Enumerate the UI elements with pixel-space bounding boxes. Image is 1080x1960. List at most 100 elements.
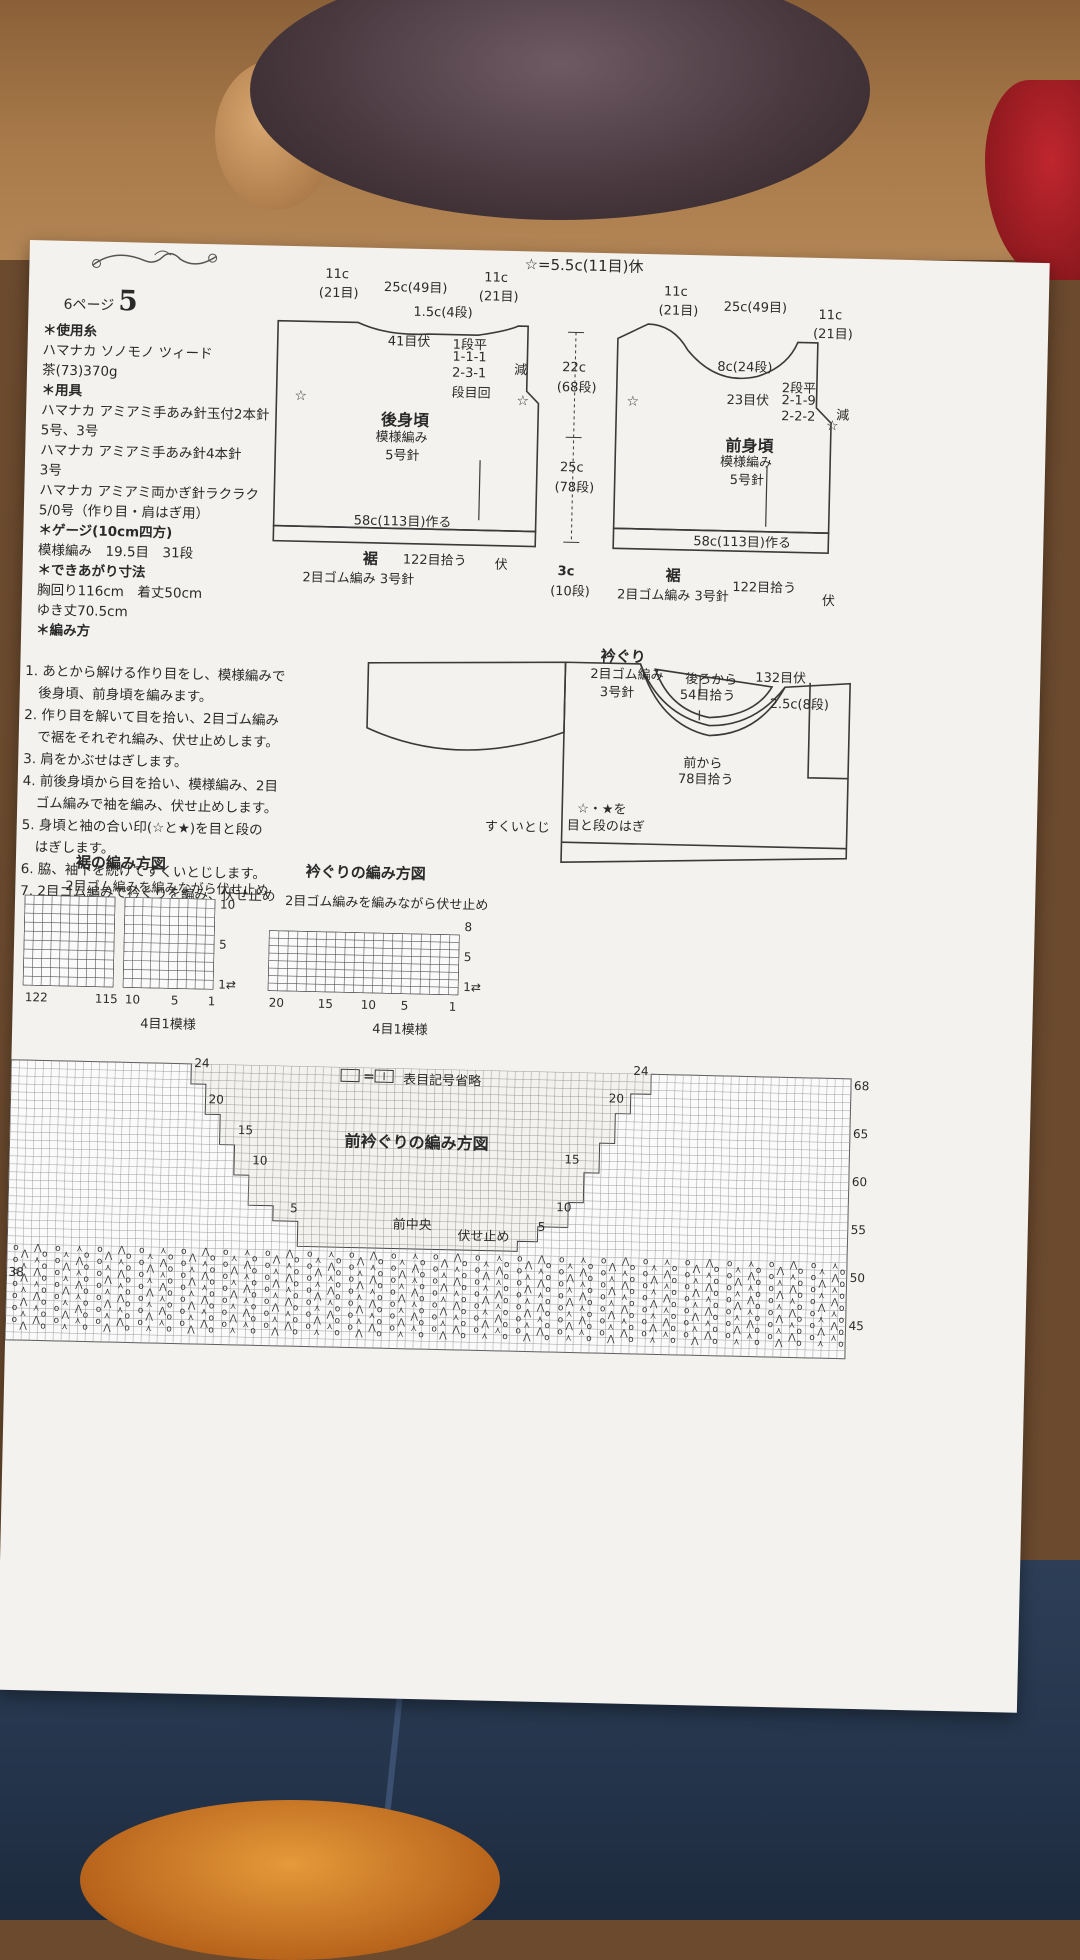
collar-chart-title: 衿ぐりの編み方図 [306, 860, 426, 884]
svg-text:⋀: ⋀ [270, 1327, 279, 1337]
svg-text:o: o [641, 1317, 647, 1327]
svg-text:⋏: ⋏ [76, 1244, 83, 1254]
svg-text:o: o [797, 1315, 803, 1325]
svg-text:o: o [503, 1308, 509, 1318]
svg-text:o: o [138, 1270, 144, 1280]
svg-text:o: o [42, 1262, 48, 1272]
svg-text:⋏: ⋏ [105, 1263, 112, 1273]
svg-text:⋏: ⋏ [649, 1335, 656, 1345]
front-cast-on: 58c(113目)作る [693, 530, 791, 551]
svg-text:⋀: ⋀ [396, 1318, 405, 1328]
svg-text:o: o [432, 1276, 438, 1286]
svg-text:⋏: ⋏ [494, 1326, 501, 1336]
svg-text:o: o [208, 1313, 214, 1323]
svg-text:o: o [166, 1324, 172, 1334]
svg-text:⋀: ⋀ [494, 1290, 503, 1300]
svg-text:o: o [418, 1330, 424, 1340]
front-hem-stitch: 2目ゴム編み 3号針 [617, 583, 729, 605]
svg-text:⋀: ⋀ [481, 1296, 490, 1306]
collar-chart-repeat: 4目1模様 [372, 1018, 428, 1038]
svg-text:o: o [13, 1255, 19, 1265]
svg-text:⋀: ⋀ [199, 1319, 208, 1329]
svg-text:⋏: ⋏ [314, 1304, 321, 1314]
svg-text:⋏: ⋏ [818, 1315, 825, 1325]
svg-text:o: o [293, 1303, 299, 1313]
svg-text:o: o [251, 1278, 257, 1288]
chart-row-label-left: 5 [290, 1201, 298, 1215]
svg-text:⋀: ⋀ [116, 1269, 125, 1279]
svg-text:o: o [587, 1298, 593, 1308]
svg-text:⋀: ⋀ [116, 1293, 125, 1303]
front-neck-bindoff: 伏せ止め [457, 1225, 509, 1245]
svg-text:⋀: ⋀ [607, 1310, 616, 1320]
svg-text:o: o [558, 1315, 564, 1325]
svg-text:o: o [306, 1274, 312, 1284]
svg-text:⋀: ⋀ [663, 1270, 672, 1280]
svg-text:⋀: ⋀ [774, 1338, 783, 1348]
svg-text:o: o [754, 1326, 760, 1336]
svg-text:⋏: ⋏ [830, 1333, 837, 1343]
svg-text:⋏: ⋏ [243, 1296, 250, 1306]
svg-text:o: o [306, 1310, 312, 1320]
svg-text:o: o [348, 1286, 354, 1296]
svg-text:o: o [264, 1273, 270, 1283]
svg-text:o: o [643, 1257, 649, 1267]
svg-text:o: o [292, 1315, 298, 1325]
svg-text:o: o [796, 1339, 802, 1349]
svg-text:o: o [683, 1318, 689, 1328]
collar-height: 2.5c(8段) [769, 693, 829, 713]
svg-text:o: o [83, 1310, 89, 1320]
svg-text:o: o [769, 1272, 775, 1282]
svg-text:o: o [516, 1290, 522, 1300]
svg-text:⋏: ⋏ [327, 1298, 334, 1308]
back-dec-3: 2-3-1 [452, 366, 487, 382]
back-hem-label: 裾 [363, 548, 378, 569]
svg-text:⋀: ⋀ [775, 1290, 784, 1300]
svg-text:⋏: ⋏ [410, 1324, 417, 1334]
svg-text:o: o [334, 1316, 340, 1326]
svg-text:o: o [671, 1300, 677, 1310]
svg-text:⋏: ⋏ [20, 1285, 27, 1295]
svg-text:⋀: ⋀ [787, 1332, 796, 1342]
svg-text:⋀: ⋀ [103, 1299, 112, 1309]
svg-text:⋏: ⋏ [788, 1320, 795, 1330]
svg-text:o: o [586, 1322, 592, 1332]
svg-text:o: o [685, 1258, 691, 1268]
svg-text:⋏: ⋏ [704, 1319, 711, 1329]
svg-text:o: o [138, 1294, 144, 1304]
svg-text:⋀: ⋀ [705, 1259, 714, 1269]
svg-text:⋀: ⋀ [789, 1260, 798, 1270]
svg-text:o: o [84, 1250, 90, 1260]
svg-text:⋀: ⋀ [200, 1271, 209, 1281]
svg-text:o: o [209, 1289, 215, 1299]
svg-text:⋀: ⋀ [704, 1283, 713, 1293]
svg-text:o: o [180, 1271, 186, 1281]
svg-text:⋀: ⋀ [31, 1315, 40, 1325]
svg-text:o: o [126, 1251, 132, 1261]
svg-text:o: o [124, 1311, 130, 1321]
star-marker-icon: ☆ [516, 393, 529, 409]
svg-text:⋏: ⋏ [734, 1313, 741, 1323]
svg-text:⋏: ⋏ [398, 1282, 405, 1292]
hem-chart-col-e: 1 [208, 994, 216, 1008]
svg-text:⋏: ⋏ [692, 1276, 699, 1286]
svg-text:⋀: ⋀ [438, 1331, 447, 1341]
front-neck-width: 25c(49目) [723, 296, 787, 316]
back-stitch: 模様編み [375, 426, 427, 446]
svg-text:⋀: ⋀ [817, 1303, 826, 1313]
svg-text:o: o [42, 1250, 48, 1260]
svg-text:⋏: ⋏ [326, 1322, 333, 1332]
svg-text:⋀: ⋀ [776, 1266, 785, 1276]
back-cast-on: 58c(113目)作る [354, 509, 452, 530]
svg-text:o: o [642, 1305, 648, 1315]
svg-text:⋀: ⋀ [284, 1273, 293, 1283]
svg-text:o: o [222, 1308, 228, 1318]
svg-text:⋀: ⋀ [356, 1257, 365, 1267]
svg-text:⋀: ⋀ [481, 1272, 490, 1282]
svg-text:⋏: ⋏ [104, 1287, 111, 1297]
svg-text:o: o [54, 1280, 60, 1290]
svg-text:o: o [504, 1260, 510, 1270]
svg-text:o: o [461, 1283, 467, 1293]
svg-text:⋏: ⋏ [242, 1320, 249, 1330]
svg-text:⋏: ⋏ [580, 1256, 587, 1266]
